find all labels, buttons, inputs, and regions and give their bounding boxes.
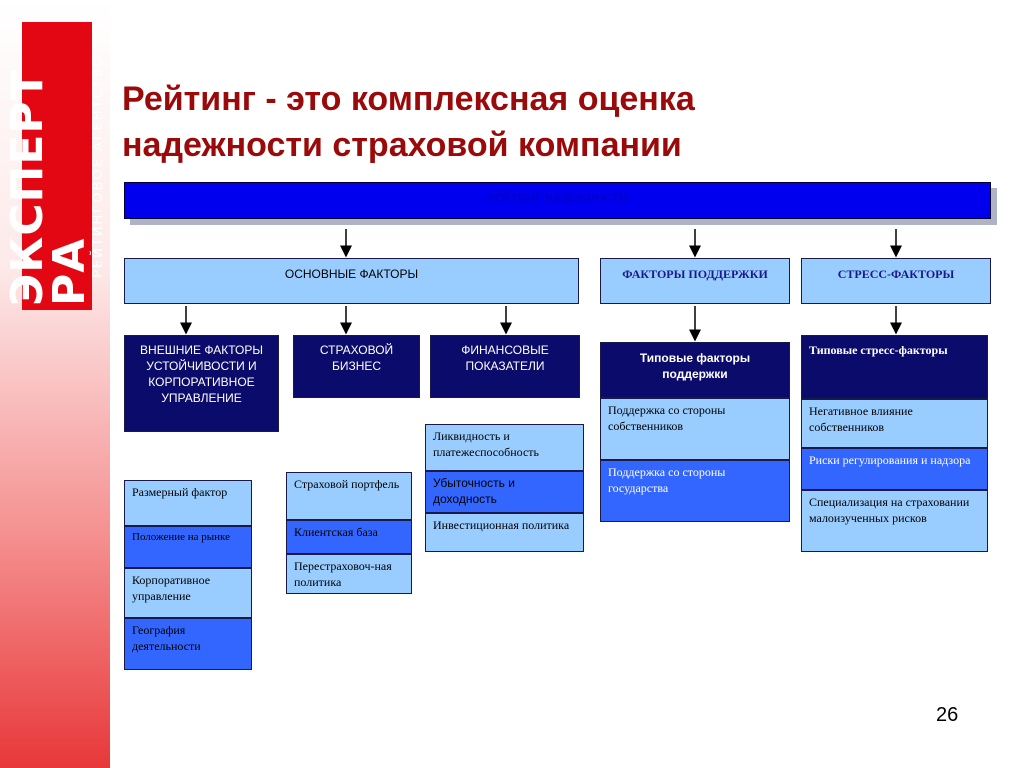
list-item: Размерный фактор: [124, 480, 252, 526]
left-sidebar: ЭКСПЕРТ РА РЕЙТИНГОВОЕ АГЕНТСТВО: [0, 0, 110, 768]
list-item: Инвестиционная политика: [425, 513, 584, 552]
list-item: Положение на рынке: [124, 526, 252, 568]
slide-title: Рейтинг - это комплексная оценка надежно…: [122, 80, 695, 164]
stress-factors-header: СТРЕСС-ФАКТОРЫ: [801, 258, 991, 304]
list-item: Корпоративное управление: [124, 568, 252, 618]
financial-indicators-box: ФИНАНСОВЫЕ ПОКАЗАТЕЛИ: [430, 335, 580, 398]
list-item: Ликвидность и платежеспособность: [425, 424, 584, 471]
list-item: География деятельности: [124, 618, 252, 670]
list-item: Поддержка со стороны государства: [600, 460, 790, 522]
typical-support-factors-box: Типовые факторы поддержки: [600, 342, 790, 398]
logo: ЭКСПЕРТ РА РЕЙТИНГОВОЕ АГЕНТСТВО: [2, 22, 106, 310]
list-item: Негативное влияние собственников: [801, 399, 988, 448]
typical-stress-factors-box: Типовые стресс-факторы: [801, 335, 988, 399]
list-item: Клиентская база: [286, 520, 412, 554]
support-factors-header: ФАКТОРЫ ПОДДЕРЖКИ: [600, 258, 790, 304]
page-number: 26: [936, 704, 959, 726]
list-item: Убыточность и доходность: [425, 471, 584, 513]
rating-header-bar: РЕЙТИНГ НАДЕЖНОСТИ: [124, 182, 991, 219]
insurance-business-box: СТРАХОВОЙ БИЗНЕС: [293, 335, 420, 398]
list-item: Перестраховоч-ная политика: [286, 554, 412, 594]
list-item: Поддержка со стороны собственников: [600, 398, 790, 460]
list-item: Риски регулирования и надзора: [801, 448, 988, 490]
list-item: Страховой портфель: [286, 472, 412, 520]
external-factors-box: ВНЕШНИЕ ФАКТОРЫ УСТОЙЧИВОСТИ И КОРПОРАТИ…: [124, 335, 279, 432]
list-item: Специализация на страховании малоизученн…: [801, 490, 988, 552]
main-factors-header: ОСНОВНЫЕ ФАКТОРЫ: [124, 258, 579, 304]
